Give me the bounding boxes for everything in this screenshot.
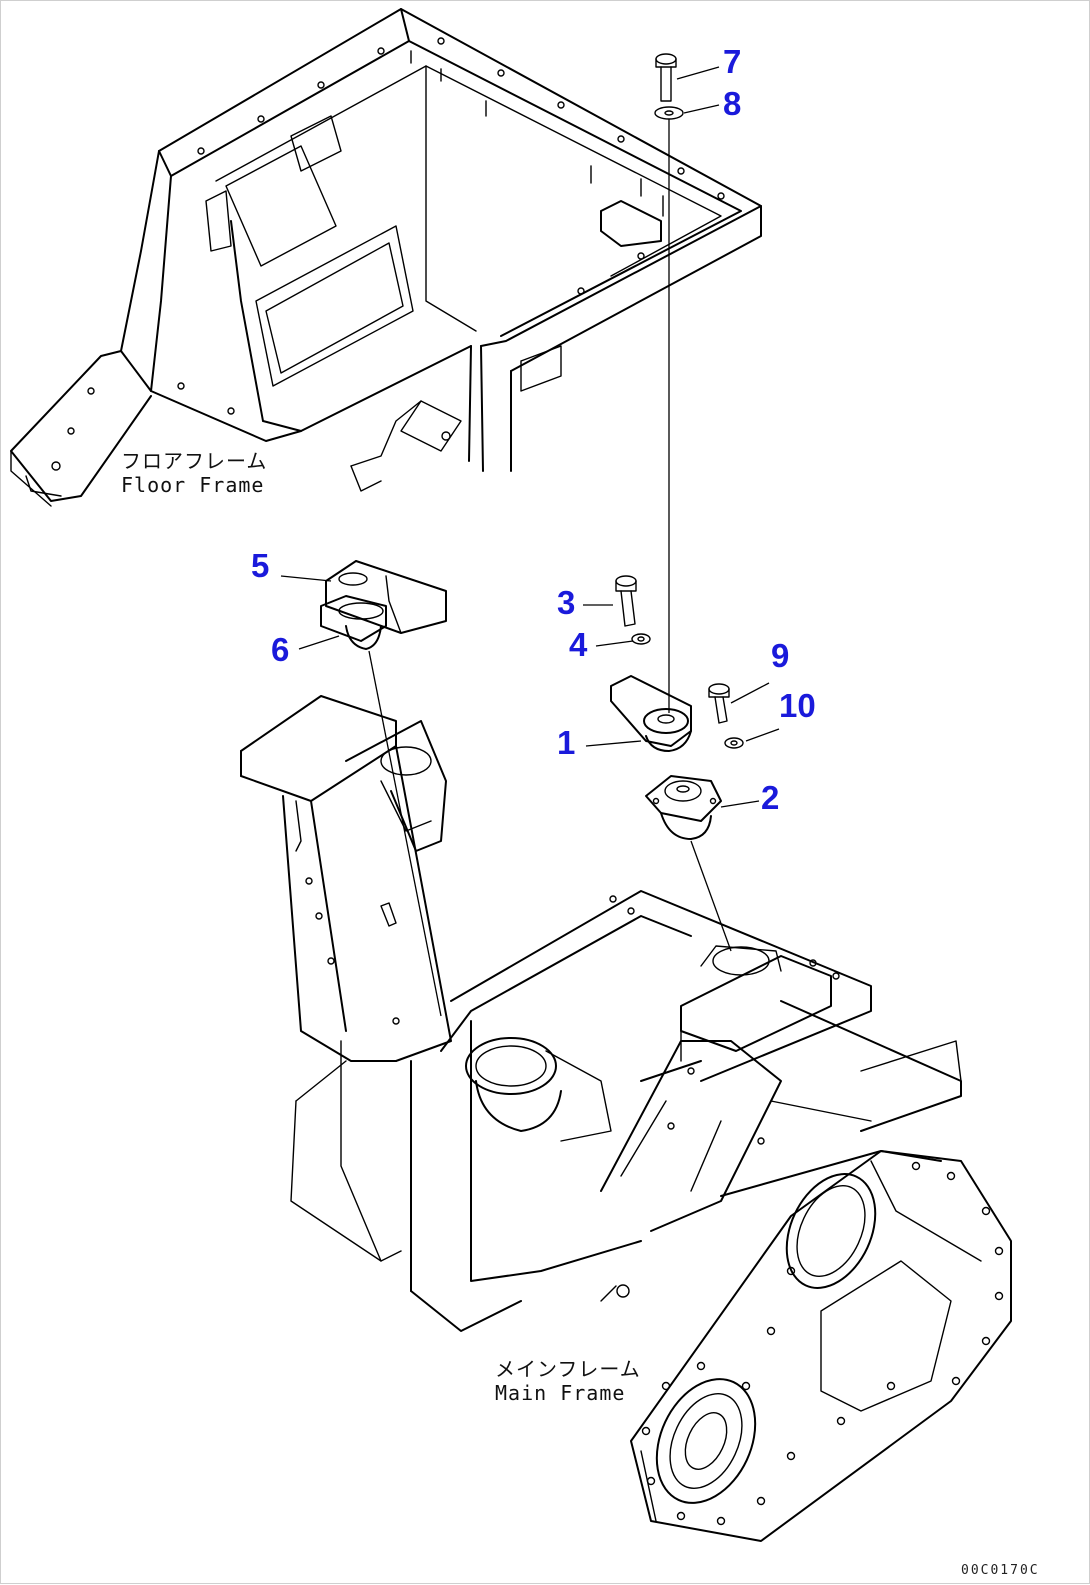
rubber-mount-6 — [320, 595, 387, 650]
washer-8 — [654, 106, 684, 120]
floor-frame-label: フロアフレーム Floor Frame — [121, 449, 267, 497]
floor-frame-label-jp: フロアフレーム — [121, 449, 268, 473]
washer-10 — [724, 737, 744, 749]
main-frame-label-en: Main Frame — [495, 1381, 626, 1405]
washer-4 — [631, 633, 651, 645]
assembly-lines — [368, 119, 732, 1017]
callout-1: 1 — [557, 724, 576, 761]
callout-10: 10 — [779, 687, 816, 724]
callout-leaders — [280, 66, 780, 808]
callout-7: 7 — [723, 43, 742, 80]
main-frame-label: メインフレーム Main Frame — [495, 1357, 641, 1405]
bolt-9 — [708, 683, 730, 724]
callout-4: 4 — [569, 626, 588, 663]
rubber-mount-2 — [645, 775, 722, 840]
bolt-3 — [615, 575, 637, 627]
floor-frame-label-en: Floor Frame — [121, 473, 265, 497]
callout-8: 8 — [723, 85, 742, 122]
callout-5: 5 — [251, 547, 270, 584]
floor-frame-part — [10, 8, 762, 507]
callout-6: 6 — [271, 631, 290, 668]
callout-2: 2 — [761, 779, 780, 816]
callout-3: 3 — [557, 584, 576, 621]
main-frame-label-jp: メインフレーム — [495, 1357, 641, 1381]
main-frame-part — [240, 695, 1012, 1542]
mount-bracket-5 — [325, 560, 447, 634]
drawing-code: 00C0170C — [961, 1563, 1040, 1578]
bolt-7 — [655, 53, 677, 102]
callout-9: 9 — [771, 637, 790, 674]
mount-bracket-1 — [610, 675, 692, 752]
